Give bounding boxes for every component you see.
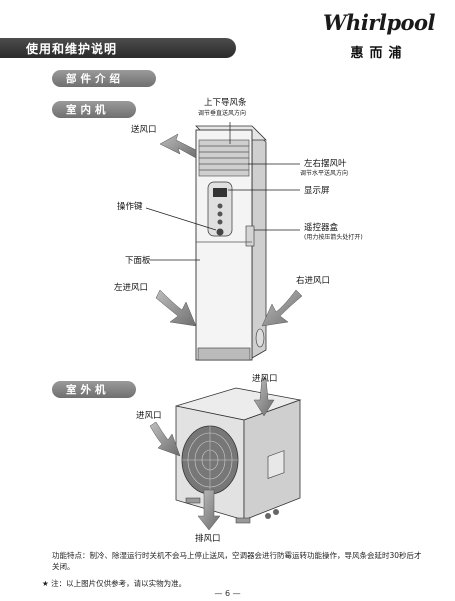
label-remote-box: 遥控器盒 xyxy=(304,223,339,233)
label-horizontal-louver: 左右摆风叶 xyxy=(304,159,347,169)
section-title-bar: 使用和维护说明 xyxy=(0,38,236,58)
outdoor-left-inlet-arrow xyxy=(149,421,181,457)
label-vertical-louver: 上下导风条 xyxy=(204,98,247,108)
outdoor-top-inlet-arrow xyxy=(253,377,275,417)
label-control-keys: 操作键 xyxy=(117,202,143,212)
label-air-outlet: 送风口 xyxy=(131,125,157,135)
label-left-inlet: 左进风口 xyxy=(114,283,149,293)
control-key-3 xyxy=(217,219,223,225)
control-key-2 xyxy=(217,211,223,217)
components-heading: 部件介绍 xyxy=(52,70,156,87)
brand-name-en: Whirlpool xyxy=(322,10,436,35)
outdoor-outlet-arrow xyxy=(197,489,221,531)
remote-box-shape xyxy=(245,225,255,247)
label-lower-panel: 下面板 xyxy=(125,256,151,266)
display-screen-shape xyxy=(213,188,227,197)
label-outdoor-outlet: 排风口 xyxy=(195,534,221,544)
components-heading-text: 部件介绍 xyxy=(66,73,124,85)
left-inlet-arrow xyxy=(155,289,197,327)
indoor-heading: 室内机 xyxy=(52,101,136,118)
indoor-leader-lines xyxy=(145,122,300,261)
air-outlet-arrow xyxy=(159,133,197,159)
outdoor-heading: 室外机 xyxy=(52,381,136,398)
vertical-louvers xyxy=(199,145,249,171)
outdoor-heading-text: 室外机 xyxy=(66,384,110,396)
disclaimer-line: ★ 注：以上图片仅供参考，请以实物为准。 xyxy=(42,578,186,589)
brand-logo: Whirlpool 惠而浦 xyxy=(319,10,439,62)
label-horizontal-louver-sub: 调节水平送风方向 xyxy=(300,170,349,177)
indoor-heading-text: 室内机 xyxy=(66,104,110,116)
feature-note: 功能特点：制冷、除湿运行时关机不会马上停止送风，空调器会进行防霉运转功能操作，导… xyxy=(52,551,422,571)
disclaimer-text: 注：以上图片仅供参考，请以实物为准。 xyxy=(51,579,187,588)
control-key-main xyxy=(216,228,224,236)
control-key-1 xyxy=(217,203,223,209)
outdoor-unit-illustration xyxy=(149,377,302,531)
brand-name-cn: 惠而浦 xyxy=(350,46,408,61)
label-right-inlet: 右进风口 xyxy=(296,276,331,286)
label-outdoor-inlet-top: 进风口 xyxy=(252,374,278,384)
label-remote-box-sub: (用力按压箭头处打开) xyxy=(304,234,363,241)
star-icon: ★ xyxy=(42,579,49,588)
service-panel xyxy=(267,450,285,479)
section-title: 使用和维护说明 xyxy=(26,42,118,56)
indoor-unit-base xyxy=(197,347,251,361)
right-inlet-arrow xyxy=(261,289,303,327)
page-number: — 6 — xyxy=(214,589,241,598)
label-outdoor-inlet-left: 进风口 xyxy=(136,411,162,421)
label-display: 显示屏 xyxy=(304,186,330,196)
label-vertical-louver-sub: 调节垂直送风方向 xyxy=(198,110,247,117)
indoor-unit-illustration xyxy=(145,122,303,361)
